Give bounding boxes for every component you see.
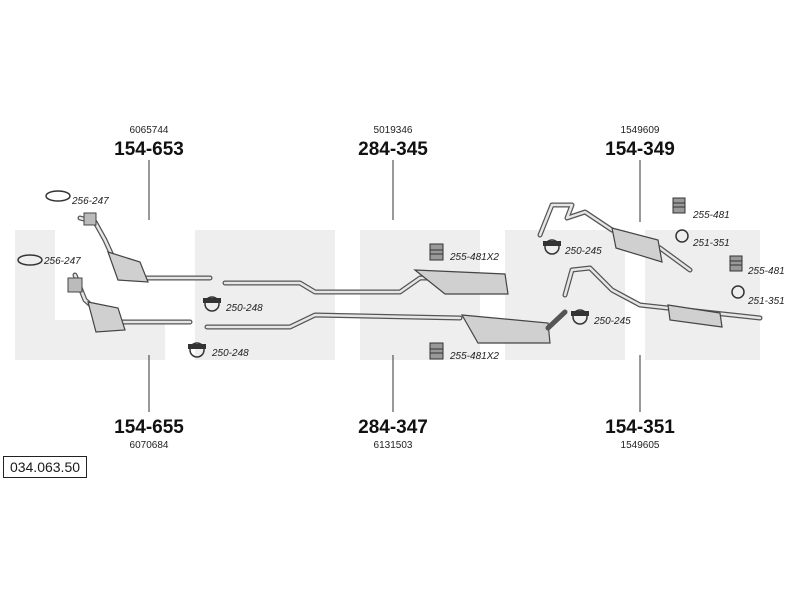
- small-part-label: 250-245: [593, 316, 631, 327]
- clamp-icon: [543, 239, 561, 255]
- small-part-label: 255-481X2: [449, 351, 499, 362]
- oem-number: 6070684: [130, 440, 169, 451]
- rear-pipe-upper: [537, 202, 693, 273]
- part-number: 154-653: [114, 139, 184, 160]
- part-number: 284-345: [358, 139, 428, 160]
- small-part-label: 250-245: [564, 246, 602, 257]
- rear-pipe-lower: [562, 265, 763, 328]
- front-pipe-upper: [77, 212, 213, 283]
- oem-number: 6065744: [130, 125, 169, 136]
- clamp-icon: [571, 309, 589, 325]
- part-number: 154-349: [605, 139, 675, 160]
- part-number: 154-655: [114, 417, 184, 438]
- part-number: 284-347: [358, 417, 428, 438]
- hanger-icon: [675, 229, 689, 243]
- small-part-label: 255-481X2: [449, 252, 499, 263]
- oem-number: 1549605: [621, 440, 660, 451]
- hanger-icon: [731, 285, 745, 299]
- small-part-label: 256-247: [71, 196, 109, 207]
- diagram-reference: 034.063.50: [3, 456, 87, 478]
- rubber-mount-icon: [729, 255, 743, 272]
- small-part-label: 251-351: [747, 296, 785, 307]
- clamp-icon: [203, 296, 221, 312]
- oem-number: 6131503: [374, 440, 413, 451]
- oem-number: 5019346: [374, 125, 413, 136]
- small-part-label: 250-248: [211, 348, 249, 359]
- gasket-icon: [45, 190, 71, 202]
- part-number: 154-351: [605, 417, 675, 438]
- rubber-mount-icon: [429, 243, 444, 261]
- rubber-mount-icon: [672, 197, 686, 214]
- small-part-label: 255-481: [692, 210, 730, 221]
- intermediate-pipe-lower: [204, 309, 568, 344]
- front-pipe-lower: [67, 272, 193, 333]
- small-part-label: 251-351: [692, 238, 730, 249]
- rubber-mount-icon: [429, 342, 444, 360]
- clamp-icon: [188, 342, 206, 358]
- small-part-label: 256-247: [43, 256, 81, 267]
- gasket-icon: [17, 254, 43, 266]
- oem-number: 1549609: [621, 125, 660, 136]
- intermediate-pipe-upper: [222, 269, 509, 295]
- small-part-label: 250-248: [225, 303, 263, 314]
- small-part-label: 255-481: [747, 266, 785, 277]
